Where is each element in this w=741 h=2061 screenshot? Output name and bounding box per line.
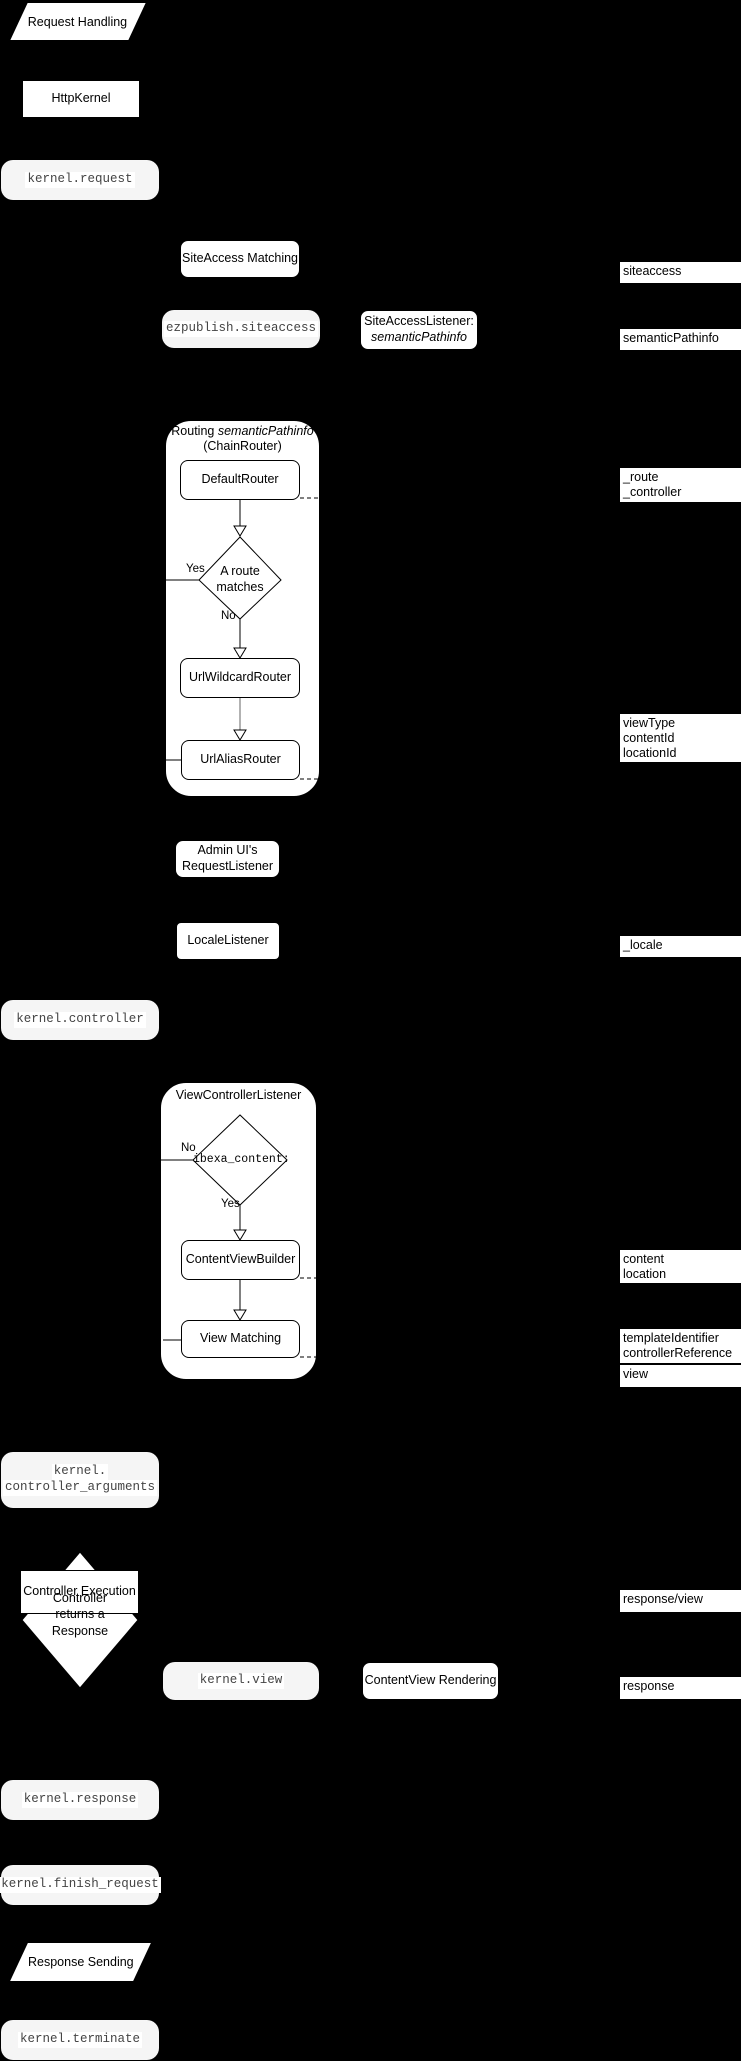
ezpublish-siteaccess-event: ezpublish.siteaccess <box>162 310 320 348</box>
url-alias-router-node: UrlAliasRouter <box>181 740 300 780</box>
request-handling-label: Request Handling <box>28 14 128 29</box>
kernel-view-label: kernel.view <box>197 1673 285 1689</box>
content-view-builder-node: ContentViewBuilder <box>181 1240 300 1280</box>
routing-container-title: Routing semanticPathinfo (ChainRouter) <box>171 424 314 453</box>
annotation-template-controller: templateIdentifier controllerReference <box>620 1329 741 1363</box>
kernel-terminate-event: kernel.terminate <box>1 2020 159 2060</box>
default-router-node: DefaultRouter <box>180 460 300 500</box>
httpkernel-node: HttpKernel <box>22 80 140 118</box>
controller-returns-response-label: Controller returns a Response <box>51 1591 109 1638</box>
kernel-controller-event: kernel.controller <box>1 1000 159 1040</box>
contentview-rendering-label: ContentView Rendering <box>364 1673 497 1688</box>
request-handling-terminator: Request Handling <box>10 3 146 40</box>
kernel-request-event: kernel.request <box>1 160 159 200</box>
annotation-route-controller: _route _controller <box>620 468 741 502</box>
annotation-view: view <box>620 1365 741 1387</box>
vcl-no-label: No <box>181 1142 196 1154</box>
kernel-controller-arguments-event: kernel. controller_arguments <box>1 1452 159 1508</box>
kernel-response-label: kernel.response <box>21 1792 139 1808</box>
annotation-content-location: content location <box>620 1250 741 1283</box>
default-router-label: DefaultRouter <box>201 472 279 487</box>
view-matching-label: View Matching <box>199 1331 282 1346</box>
kernel-finish-request-event: kernel.finish_request <box>0 1865 161 1905</box>
annotation-siteaccess: siteaccess <box>620 262 741 283</box>
siteaccess-listener-node: SiteAccessListener: semanticPathinfo <box>360 310 478 350</box>
locale-listener-node: LocaleListener <box>176 922 280 960</box>
admin-request-listener-node: Admin UI's RequestListener <box>175 840 280 878</box>
siteaccess-matching-node: SiteAccess Matching <box>180 240 300 278</box>
url-wildcard-router-node: UrlWildcardRouter <box>180 658 300 698</box>
view-matching-node: View Matching <box>181 1320 300 1358</box>
routing-yes-label: Yes <box>186 563 205 575</box>
contentview-rendering-node: ContentView Rendering <box>362 1662 499 1700</box>
url-alias-router-label: UrlAliasRouter <box>200 752 281 767</box>
annotation-locale: _locale <box>620 936 741 957</box>
routing-no-label: No <box>221 610 236 622</box>
annotation-response-view: response/view <box>620 1590 741 1612</box>
content-view-builder-label: ContentViewBuilder <box>185 1252 296 1267</box>
kernel-response-event: kernel.response <box>1 1780 159 1820</box>
siteaccess-listener-sublabel: semanticPathinfo <box>371 330 467 344</box>
annotation-semantic-pathinfo: semanticPathinfo <box>620 329 741 350</box>
annotation-response: response <box>620 1677 741 1699</box>
locale-listener-label: LocaleListener <box>187 933 269 948</box>
ezpublish-siteaccess-label: ezpublish.siteaccess <box>163 321 319 337</box>
vcl-container-title: ViewControllerListener <box>175 1088 302 1102</box>
siteaccess-listener-label: SiteAccessListener: <box>364 314 474 329</box>
ibexa-content-label: ibexa_content: <box>193 1153 290 1166</box>
route-matches-label: A route matches <box>216 564 264 595</box>
kernel-controller-label: kernel.controller <box>14 1012 146 1028</box>
annotation-view-params: viewType contentId locationId <box>620 714 741 762</box>
vcl-yes-label: Yes <box>221 1198 240 1210</box>
siteaccess-matching-label: SiteAccess Matching <box>181 251 299 266</box>
kernel-terminate-label: kernel.terminate <box>17 2032 143 2048</box>
kernel-request-label: kernel.request <box>25 172 135 188</box>
httpkernel-label: HttpKernel <box>51 91 111 106</box>
response-sending-label: Response Sending <box>27 1955 134 1969</box>
url-wildcard-router-label: UrlWildcardRouter <box>188 670 292 685</box>
kernel-view-event: kernel.view <box>163 1662 319 1700</box>
kernel-finish-request-label: kernel.finish_request <box>0 1877 161 1893</box>
response-sending-terminator: Response Sending <box>10 1943 151 1981</box>
